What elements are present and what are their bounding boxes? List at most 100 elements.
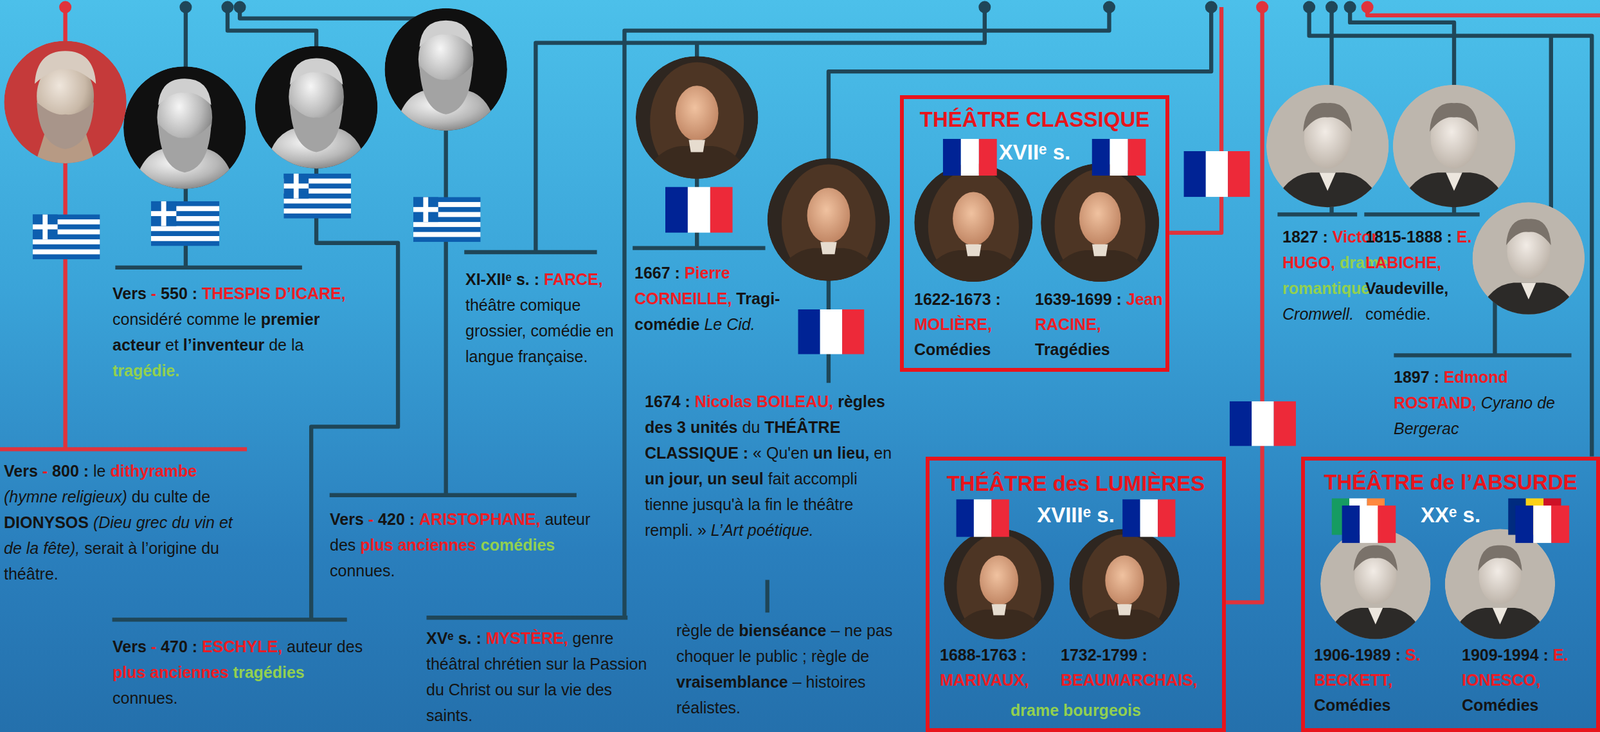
text-run: Vers	[112, 637, 147, 656]
text-run: à	[127, 538, 137, 557]
text-run: la	[26, 538, 39, 557]
text-run: théâtre	[803, 494, 854, 513]
text-run: CORNEILLE,	[634, 289, 732, 308]
timeline-note: règle de bienséance – ne pas choquer le …	[676, 617, 918, 720]
box-title: THÉÂTRE CLASSIQUE	[903, 106, 1166, 133]
text-run: 1815-1888	[1365, 227, 1443, 246]
text-run: Passion	[589, 654, 647, 673]
text-run: XVIIIᵉ	[1036, 502, 1091, 527]
text-run: DIONYSOS	[3, 512, 89, 531]
text-run: -	[151, 284, 157, 303]
portrait	[1320, 528, 1431, 641]
text-run: de	[716, 620, 735, 639]
text-run: la	[572, 654, 585, 673]
text-run: premier	[260, 309, 321, 328]
text-run: :	[409, 509, 415, 528]
text-run: de	[192, 487, 211, 506]
text-run: du	[741, 417, 760, 436]
text-run: THÉÂTRE	[919, 107, 1021, 132]
timeline-note: XVᵉ s. : MYSTÈRE, genre théâtral chrétie…	[426, 624, 652, 728]
text-run: :	[1395, 645, 1401, 664]
text-run: l’ABSURDE	[1460, 469, 1578, 494]
text-run: CLASSIQUE	[644, 443, 739, 462]
text-run: Christ	[448, 680, 491, 699]
text-run: public	[755, 646, 798, 665]
text-run: 1622-1673	[914, 289, 992, 308]
text-run: comique	[520, 295, 582, 314]
text-run: le	[786, 494, 799, 513]
text-run: XVIIᵉ	[998, 140, 1048, 164]
text-run: choquer	[676, 646, 735, 665]
text-run: des	[1052, 471, 1090, 495]
timeline-note: 1667 : Pierre CORNEILLE, Tragi-comédie L…	[634, 259, 783, 337]
portrait	[3, 40, 126, 166]
text-run: Tragédies	[1034, 340, 1111, 359]
text-run: saints.	[426, 705, 473, 724]
text-run: THESPIS	[201, 284, 271, 303]
portrait-caption: 1622-1673 : MOLIÈRE, Comédies	[914, 286, 1037, 362]
text-run: la	[291, 335, 304, 354]
portraits	[3, 8, 1585, 641]
text-run: comédie	[530, 321, 592, 340]
french-flag	[1122, 498, 1176, 537]
portrait-caption: drame bourgeois	[929, 696, 1223, 723]
timeline-note: Vers - 420 : ARISTOPHANE, auteur des plu…	[329, 505, 600, 584]
text-run: 3	[676, 417, 686, 436]
text-run: seul	[731, 469, 764, 488]
text-run: (hymne	[3, 487, 58, 506]
timeline-pins	[59, 1, 1374, 14]
text-run: ou	[494, 680, 513, 699]
text-run: :	[1543, 645, 1549, 664]
portrait-caption: 1906-1989 : S. BECKETT, Comédies	[1313, 642, 1449, 717]
text-run: théâtre.	[3, 564, 59, 583]
text-run: 470	[160, 637, 188, 656]
text-run: E.	[1553, 645, 1569, 664]
text-run: Vers	[3, 461, 38, 480]
text-run: Qu'en	[766, 443, 809, 462]
text-run: Vaudeville,	[1365, 278, 1449, 297]
timeline-note: 1815-1888 : E. LABICHE, Vaudeville, comé…	[1365, 223, 1482, 327]
text-run: :	[1142, 645, 1148, 664]
text-run: théâtral	[426, 654, 480, 673]
text-run: Comédies	[1313, 695, 1391, 714]
text-run: :	[1447, 227, 1453, 246]
text-run: du	[201, 538, 220, 557]
text-run: THÉÂTRE	[764, 417, 841, 436]
portrait	[123, 66, 246, 191]
french-flag	[955, 498, 1010, 537]
period-box: THÉÂTRE de l’ABSURDEXXᵉ s.1906-1989 : S.…	[1301, 456, 1600, 732]
text-run: Vers	[112, 284, 147, 303]
text-run: des	[644, 417, 673, 436]
text-run: un	[707, 469, 728, 488]
text-run: des	[329, 535, 356, 554]
text-run: de	[3, 538, 22, 557]
box-title: THÉÂTRE de l’ABSURDE	[1304, 469, 1597, 495]
text-run: règles	[837, 392, 886, 411]
text-run: L’Art	[710, 520, 744, 539]
text-run: des	[336, 637, 363, 656]
text-run: serait	[84, 538, 124, 557]
text-run: règle	[676, 620, 713, 639]
text-run: Jean	[1126, 289, 1163, 308]
portrait	[914, 163, 1033, 284]
text-run: tragédie.	[112, 361, 180, 380]
french-flag	[1183, 151, 1250, 197]
text-run: «	[752, 443, 762, 462]
text-run: histoires	[806, 672, 866, 691]
text-run: Pierre	[684, 263, 731, 282]
text-run: religieux)	[61, 487, 127, 506]
text-run: :	[192, 284, 198, 303]
text-run: dithyrambe	[109, 461, 197, 480]
text-run: anciennes	[397, 535, 477, 554]
portrait-caption: 1732-1799 : BEAUMARCHAIS,	[1060, 642, 1219, 693]
text-run: Comédies	[914, 340, 991, 359]
text-run: :	[674, 263, 681, 282]
text-run: s.	[458, 628, 472, 647]
portrait	[943, 528, 1054, 641]
text-run: s.	[1052, 140, 1071, 164]
text-run: acteur	[112, 335, 161, 354]
text-run: en	[595, 321, 614, 340]
greek-flag	[413, 196, 481, 242]
text-run: le	[738, 646, 751, 665]
text-run: accompli	[793, 469, 858, 488]
